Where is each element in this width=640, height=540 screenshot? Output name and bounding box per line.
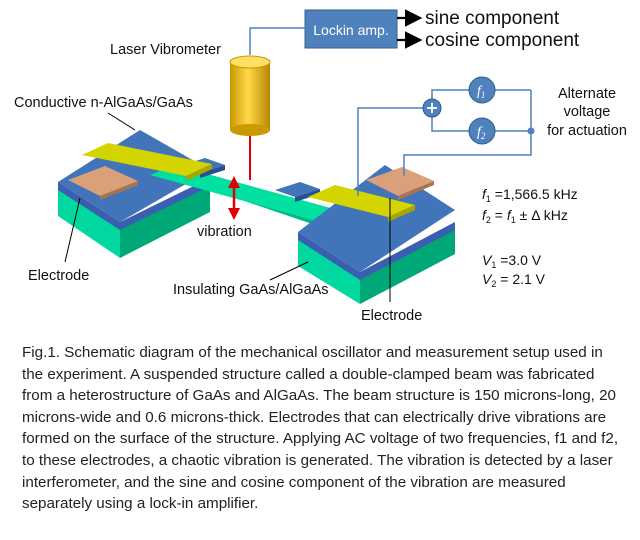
conductive-layer-label: Conductive n-AlGaAs/GaAs (14, 95, 193, 111)
right-pad-side-front (298, 238, 360, 304)
alternate-voltage-label-3: for actuation (547, 123, 627, 139)
param-f2: f2 = f1 ± Δ kHz (482, 207, 568, 225)
right-electrode-pad-side (398, 181, 434, 200)
right-gold-strip-side (388, 205, 415, 222)
wire-to-right-electrode (403, 131, 532, 176)
left-electrode-pad (68, 166, 138, 196)
f1-source-label: f1 (477, 84, 485, 100)
lockin-label: Lockin amp. (313, 22, 388, 38)
right-pad-side-right (360, 228, 455, 304)
beam-block-right-side (295, 189, 320, 202)
left-pad-side-right (120, 185, 210, 258)
beam-top (150, 165, 345, 222)
vibration-arrow (228, 176, 240, 220)
left-electrode-pad-side (100, 181, 138, 200)
insulating-leader (269, 261, 309, 281)
figure-caption: Fig.1. Schematic diagram of the mechanic… (22, 344, 619, 513)
lockin-amplifier: Lockin amp. (304, 9, 398, 49)
beam-block-left-side (200, 165, 225, 178)
right-gold-strip (308, 185, 415, 217)
left-pad-side-front (58, 188, 120, 258)
alternate-voltage-label-1: Alternate (558, 86, 616, 102)
vibration-label: vibration (197, 224, 252, 240)
right-pad-blue-edge (298, 222, 455, 280)
summing-node (422, 98, 442, 118)
f2-source: f2 (468, 117, 496, 145)
wire-from-plus-top (431, 89, 469, 100)
electrode-left-leader (64, 197, 81, 263)
junction-dot (527, 127, 535, 135)
laser-lockin-wire (249, 27, 305, 55)
laser-vibrometer-label: Laser Vibrometer (110, 42, 221, 58)
left-pad-top (58, 130, 210, 222)
f1-source: f1 (468, 76, 496, 104)
param-v1: V1 =3.0 V (482, 252, 542, 270)
left-gold-strip (82, 143, 212, 176)
f2-source-label: f2 (477, 125, 486, 141)
param-v2: V2 = 2.1 V (482, 271, 546, 289)
insulating-label: Insulating GaAs/AlGaAs (173, 282, 329, 298)
left-pad-blue-edge (58, 178, 210, 230)
actuation-circuit (357, 89, 532, 196)
cosine-label: cosine component (425, 30, 580, 51)
sine-label: sine component (425, 8, 560, 29)
alternate-voltage-label-2: voltage (564, 104, 611, 120)
conductive-leader (107, 112, 136, 131)
electrode-right-label: Electrode (361, 308, 422, 324)
right-electrode-pad (366, 167, 434, 196)
laser-vibrometer (229, 55, 271, 136)
setup-diagram: Lockin amp. sine component cosine compon… (14, 8, 627, 324)
wire-to-left-electrode (357, 107, 432, 196)
beam-block-right (275, 182, 320, 197)
wire-from-plus-bottom (431, 116, 469, 132)
device-structure (58, 130, 455, 304)
param-f1: f1 =1,566.5 kHz (482, 186, 578, 204)
left-gold-strip-side (186, 164, 212, 181)
electrode-left-label: Electrode (28, 268, 89, 284)
